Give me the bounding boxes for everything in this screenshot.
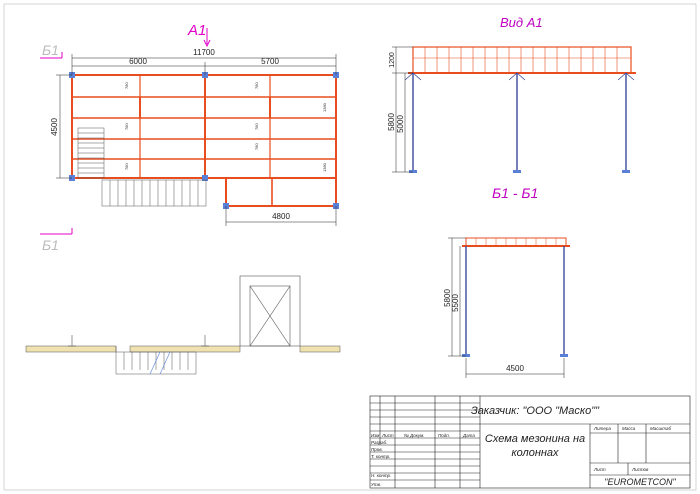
plan-dimensions (56, 54, 337, 226)
sheet-frame (3, 3, 697, 491)
marker-b1-top: Б1 (40, 42, 63, 59)
svg-text:Б1: Б1 (42, 42, 59, 58)
dim-railing-height: 1200 (389, 52, 396, 68)
section-b1-columns (465, 246, 565, 356)
tb-label-izm: Изм (371, 433, 379, 438)
tb-label-utv: Утв. (371, 482, 381, 487)
marker-a1: А1 (187, 22, 211, 48)
side-elevation (25, 275, 341, 375)
dim-stair-bay: 4800 (272, 212, 290, 221)
beam-label: 1380 (322, 162, 327, 172)
tb-label-list: Лист (381, 433, 394, 438)
svg-text:Б1: Б1 (42, 237, 59, 253)
plan-view: 780 780 780 780 780 780 1380 1380 11700 … (40, 22, 339, 253)
dim-b1-width: 4500 (506, 364, 524, 373)
view-a1-railing (412, 46, 632, 74)
dim-b1-column-height: 5500 (451, 294, 460, 312)
tb-label-tkontr: Т. контр. (371, 454, 390, 459)
dim-depth: 4500 (50, 118, 59, 136)
svg-text:А1: А1 (187, 22, 206, 39)
joist-label: 780 (254, 82, 259, 89)
tb-label-data: Дата (462, 433, 475, 438)
dim-total-height: 5800 (387, 113, 396, 131)
joist-label: 780 (124, 123, 129, 130)
tb-label-sheets: Листов (631, 467, 649, 472)
tb-drawing-title-1: Схема мезонина на (485, 433, 585, 445)
tb-label-dokum: № Докум. (404, 433, 425, 438)
dim-column-height: 5000 (396, 115, 405, 133)
dim-right-span: 5700 (261, 57, 279, 66)
plan-joists (72, 96, 336, 206)
dim-b1-total-height: 5800 (443, 289, 452, 307)
tb-label-prov: Пров. (371, 447, 383, 452)
joist-label: 780 (254, 143, 259, 150)
view-a1-columns (412, 73, 627, 172)
dim-overall-width: 11700 (193, 48, 215, 57)
plan-stair (77, 127, 207, 207)
dim-left-span: 6000 (129, 57, 147, 66)
tb-company: "EUROMETCON" (604, 477, 676, 487)
joist-label: 780 (254, 123, 259, 130)
tb-drawing-title-2: колоннах (511, 447, 559, 459)
tb-label-razrab: Разраб. (371, 440, 387, 445)
marker-b1-bottom: Б1 (40, 228, 73, 253)
tb-label-nkontr: Н. контр. (371, 473, 391, 478)
tb-label-litera: Литера (593, 426, 611, 431)
view-a1-title: Вид А1 (500, 15, 543, 30)
tb-label-masshtab: Масштаб (650, 426, 671, 431)
tb-label-massa: Масса (622, 426, 636, 431)
title-block (369, 395, 691, 489)
joist-label: 780 (124, 163, 129, 170)
beam-label: 1380 (322, 102, 327, 112)
view-a1: Вид А1 (387, 15, 636, 173)
tb-label-podp: Подп. (438, 433, 450, 438)
joist-label: 780 (124, 82, 129, 89)
tb-customer: Заказчик: "ООО "Маско"" (471, 405, 600, 417)
section-b1-title: Б1 - Б1 (492, 185, 538, 201)
gate-structure (239, 275, 301, 347)
section-b1: Б1 - Б1 5800 5500 4500 (443, 185, 570, 378)
tb-label-sheet: Лист (593, 467, 606, 472)
